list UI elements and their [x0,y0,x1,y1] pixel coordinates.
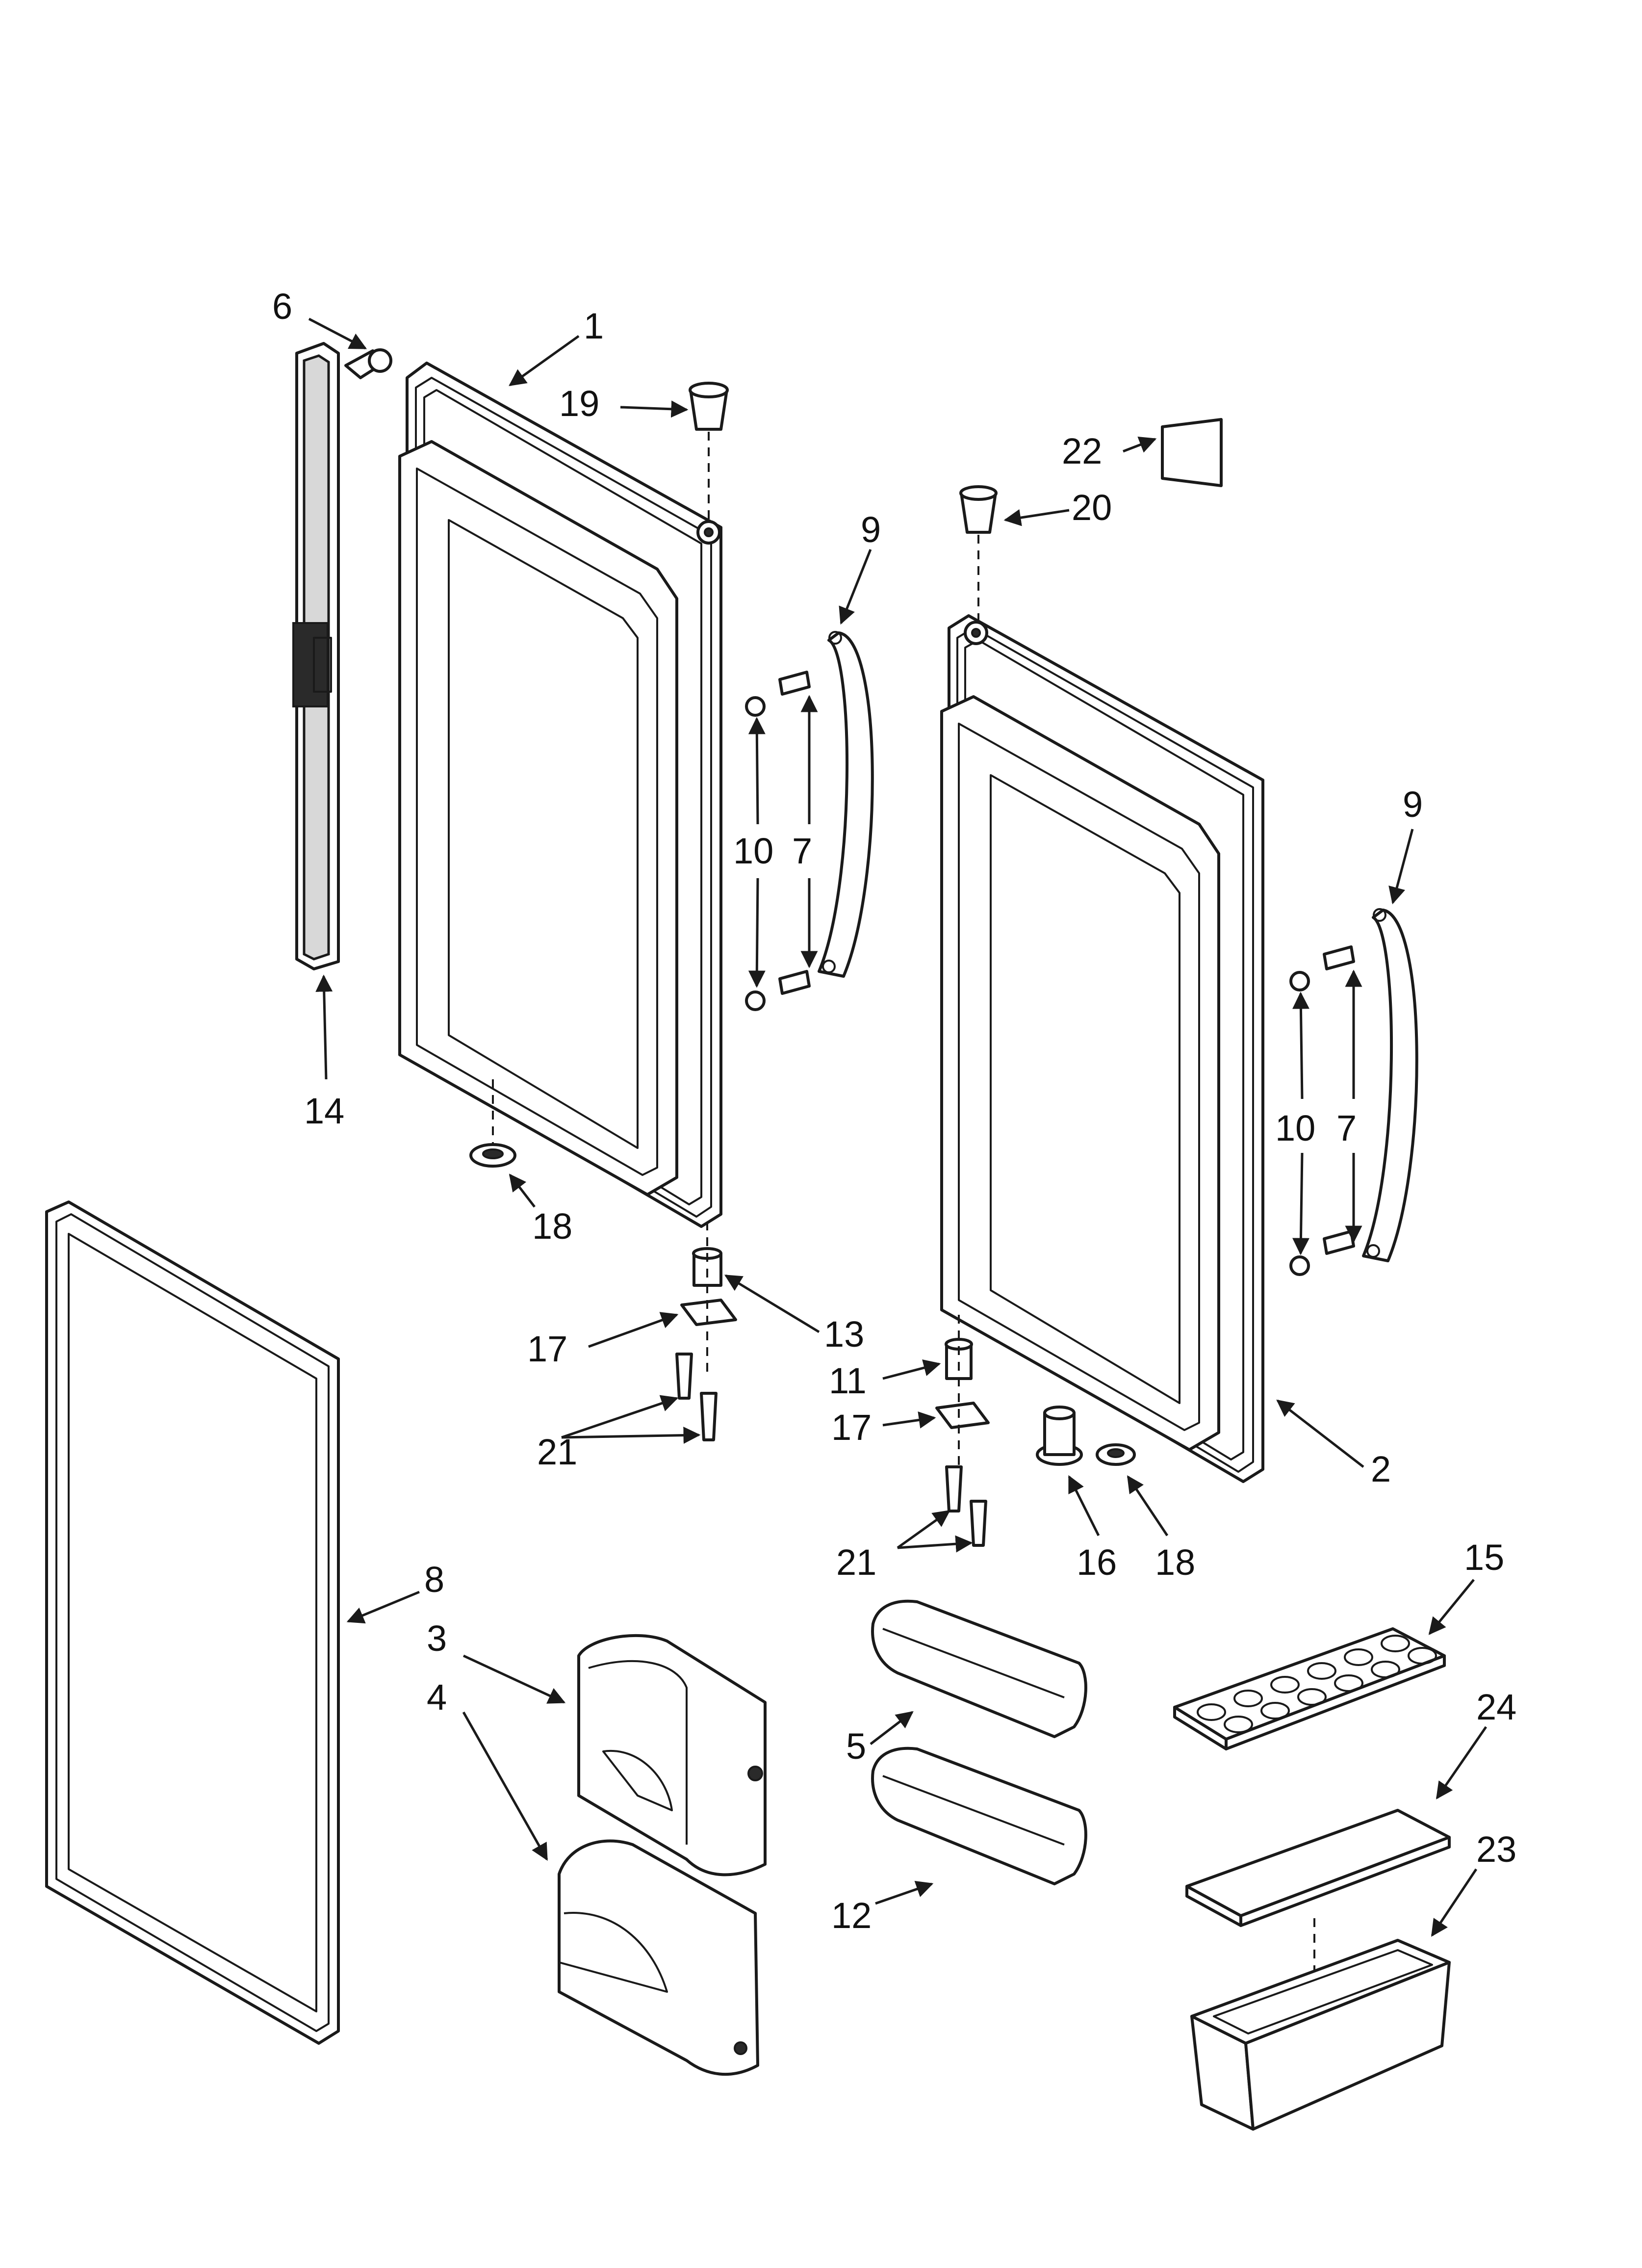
callout-5: 5 [846,1726,866,1767]
right-door [940,614,1264,1483]
hinge-bracket-right [935,1402,990,1429]
callout-3: 3 [427,1618,447,1659]
hinge-bushing-11 [945,1338,973,1380]
leader-lines [308,317,1488,1937]
callout-23: 23 [1476,1829,1516,1870]
door-handle-left [818,631,874,978]
dairy-bin-4 [558,1839,759,2076]
callout-18-left: 18 [532,1206,572,1247]
handle-screws-left [745,671,811,1011]
callout-8: 8 [424,1559,444,1600]
callout-9-left: 9 [861,509,881,550]
label-22 [1161,418,1223,487]
callout-16: 16 [1077,1542,1117,1583]
callout-4: 4 [427,1677,447,1718]
callout-10-right: 10 [1275,1108,1315,1148]
callout-22: 22 [1062,431,1102,471]
callout-21-left: 21 [537,1432,577,1472]
callout-18-right: 18 [1155,1542,1195,1583]
callout-15: 15 [1464,1537,1504,1578]
callout-19: 19 [559,383,599,424]
callout-13: 13 [824,1314,864,1355]
egg-cups [1197,1635,1437,1733]
egg-tray-15 [1173,1627,1446,1750]
hinge-bracket-left [680,1299,737,1326]
door-bin-12 [871,1747,1087,1885]
callout-1: 1 [584,306,604,346]
callout-10-left: 10 [733,831,773,871]
door-handle-right [1362,908,1418,1262]
door-gasket [45,1200,340,2045]
door-bin-5 [871,1599,1087,1738]
dairy-door-3 [577,1634,767,1877]
bin-lid-24 [1185,1809,1451,1927]
left-door [398,362,722,1228]
screw-6 [344,348,392,379]
callout-20: 20 [1072,487,1112,528]
door-cam-16 [1036,1406,1083,1466]
hinge-cap-19 [689,382,729,431]
callout-labels: 6 1 19 22 20 9 10 7 14 18 9 10 7 17 13 1… [272,286,1516,1936]
callout-12: 12 [831,1895,872,1936]
hinge-cap-20 [959,485,998,534]
callout-11: 11 [829,1360,867,1401]
callout-17-right: 17 [831,1407,872,1448]
hinge-screws-right [945,1465,987,1547]
storage-bin-23 [1190,1939,1451,2131]
door-bumper-right [1096,1443,1136,1466]
callout-9-right: 9 [1403,784,1423,825]
callout-6: 6 [272,286,292,327]
callout-17-left: 17 [527,1329,567,1369]
callout-7-right: 7 [1336,1108,1357,1148]
callout-2: 2 [1371,1449,1391,1489]
hinge-screws-left [675,1353,718,1441]
callout-14: 14 [304,1091,344,1131]
door-trim-strip [292,342,340,970]
callout-21-right: 21 [836,1542,876,1583]
callout-7-left: 7 [792,831,812,871]
door-bumper-left [469,1143,516,1168]
callout-24: 24 [1476,1687,1516,1727]
